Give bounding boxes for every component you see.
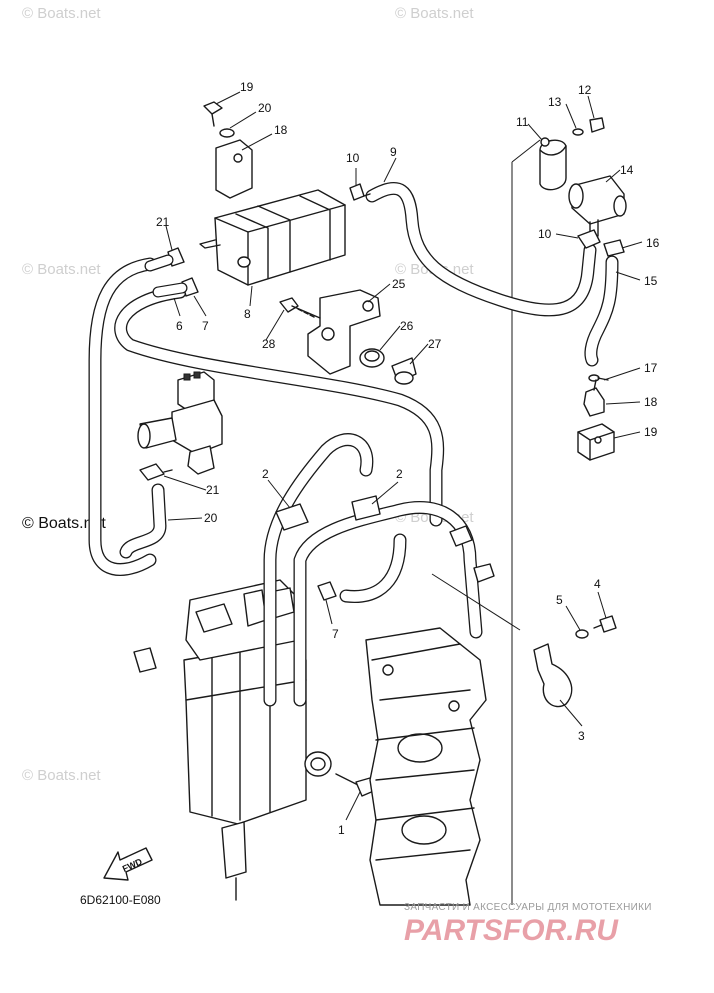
callout-8: 8 [244,307,251,321]
callout-18: 18 [644,395,658,409]
clip-7-lower [317,581,337,601]
callout-2a: 2 [262,467,269,481]
vapor-separator [133,579,307,901]
bolt-4 [593,615,617,633]
brand-logo: PARTSFOR.RU [404,914,619,947]
bracket-25 [307,289,381,375]
clip-right-hose [449,525,495,583]
grommet-lower [304,751,332,777]
clip-10-right [577,229,601,249]
callout-22: 18 [274,123,288,137]
callout-21: 21 [156,215,170,229]
brand-caption: ЗАПЧАСТИ И АКСЕССУАРЫ ДЛЯ МОТОТЕХНИКИ [404,902,652,913]
callout-2b: 2 [396,467,403,481]
callout-28: 28 [262,337,276,351]
callout-16: 16 [646,236,660,250]
callout-23: 19 [240,80,254,94]
callout-17: 17 [644,361,658,375]
bolt-23 [203,101,223,127]
callout-10: 10 [346,151,360,165]
callout-25: 25 [392,277,406,291]
watermark: © Boats.net [22,5,101,22]
callout-19: 19 [644,425,658,439]
callout-24: 20 [258,101,272,115]
solenoid-valve [137,371,223,475]
callout-4: 4 [594,577,601,591]
callout-6: 6 [176,319,183,333]
hose-6 [114,285,445,527]
callout-12: 12 [578,83,592,97]
clip-2a [275,503,309,531]
washer-5 [575,629,589,639]
callout-14: 14 [620,163,634,177]
watermark: © Boats.net [22,261,101,278]
hose-9 [365,181,597,317]
clamp-3 [533,643,573,708]
callout-21b: 21 [206,483,220,497]
callout-26: 26 [400,319,414,333]
clip-21-lower [139,463,173,481]
hose-20 [119,483,167,559]
callout-7: 7 [202,319,209,333]
charcoal-canister [199,189,346,286]
bracket-11 [539,137,567,191]
fwd-arrow: FWD [103,847,153,881]
callout-10b: 10 [538,227,552,241]
leaders [163,91,643,821]
valve-18 [583,379,605,417]
frame-line [511,139,541,163]
bracket-22 [215,139,253,199]
washer-24 [219,128,235,138]
bolt-12 [589,117,605,133]
callout-11: 11 [516,115,529,129]
callout-7b: 7 [332,627,339,641]
hose-15 [584,255,619,367]
callouts: 19 20 18 10 9 21 6 7 8 28 25 26 27 11 13… [156,80,660,837]
callout-27: 27 [428,337,442,351]
bolt-28 [279,297,321,319]
washer-13 [572,128,584,136]
guide-line [431,573,521,631]
callout-15: 15 [644,274,658,288]
hose-left [88,257,157,576]
callout-9: 9 [390,145,397,159]
clip-7 [152,277,199,298]
diagram-code: 6D62100-E080 [80,893,161,907]
watermark: © Boats.net [22,767,101,784]
callout-20: 20 [204,511,218,525]
grommet-26 [359,348,385,368]
callout-5: 5 [556,593,563,607]
callout-3: 3 [578,729,585,743]
callout-13: 13 [548,95,562,109]
valve-14 [568,175,627,239]
clip-21 [144,247,185,272]
clip-16 [603,239,625,257]
clip-10 [349,183,371,201]
watermark: © Boats.net [395,5,474,22]
callout-1: 1 [338,823,345,837]
holder-19 [577,423,615,461]
engine-block [365,627,487,906]
watermark-strong: © Boats.net [22,515,106,532]
clip-2b [351,495,381,521]
